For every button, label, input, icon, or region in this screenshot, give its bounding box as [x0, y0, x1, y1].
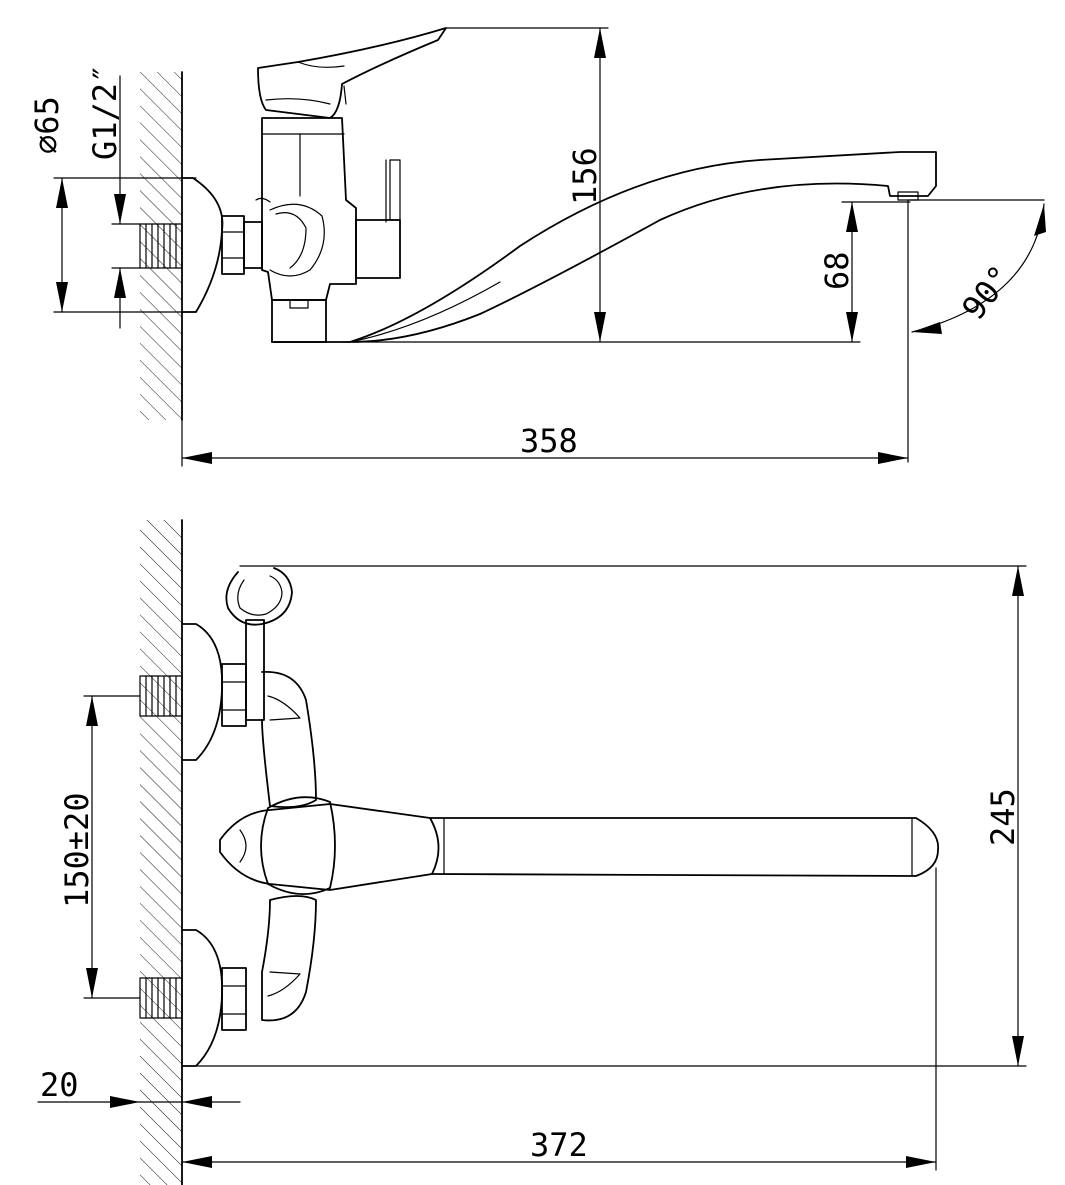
- base-block-top: [271, 299, 327, 343]
- wall-hatch-top: [140, 72, 182, 420]
- lower-nut: [221, 967, 247, 1031]
- side-view: 156 68 90° ∅65 G1/2″ 358: [28, 27, 1046, 467]
- dim-angle-90: 90°: [954, 258, 1020, 327]
- body-top: [261, 117, 357, 301]
- dim-diameter-65: ∅65: [28, 96, 66, 154]
- nut-top: [221, 215, 245, 275]
- spout-front: [429, 817, 939, 877]
- dim-length-372: 372: [530, 1126, 588, 1164]
- thread-pipe: [139, 223, 183, 269]
- dim-thread-g12: G1/2″: [86, 64, 124, 160]
- lower-flange: [181, 929, 223, 1067]
- spout-top: [271, 151, 937, 343]
- dim-centers-150: 150±20: [58, 792, 96, 908]
- front-view: 245 150±20 20 372: [37, 519, 1027, 1185]
- dim-height-156: 156: [566, 147, 604, 205]
- dim-offset-20: 20: [40, 1066, 79, 1104]
- handle-hub: [260, 796, 336, 896]
- lever-front: [219, 803, 440, 891]
- dim-height-245: 245: [984, 788, 1022, 846]
- diverter-top: [355, 219, 401, 279]
- upper-nut: [221, 663, 247, 727]
- dim-spout-68: 68: [818, 251, 856, 290]
- eccentric-top: [243, 221, 263, 269]
- shower-holder: [225, 565, 293, 721]
- mixer-body: [261, 671, 317, 1022]
- lever-top: [257, 27, 447, 119]
- wall-hatch-bottom: [140, 520, 182, 1185]
- wall-flange-top: [181, 177, 224, 313]
- upper-flange: [181, 623, 223, 761]
- dim-length-358: 358: [520, 422, 578, 460]
- thread-lines: [145, 223, 177, 269]
